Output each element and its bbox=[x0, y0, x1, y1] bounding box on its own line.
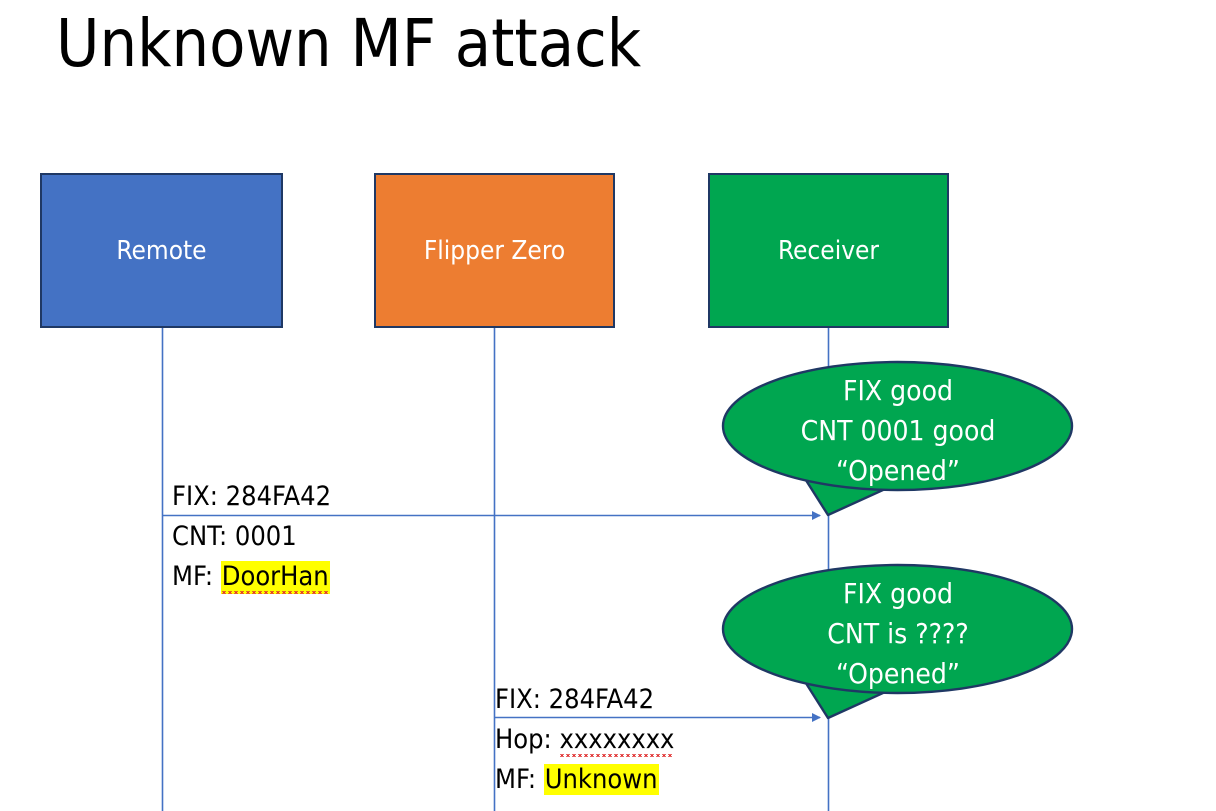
actor-label-receiver: Receiver bbox=[777, 235, 880, 266]
message-line-prefix: MF: bbox=[495, 764, 544, 795]
actor-box-flipper[interactable]: Flipper Zero bbox=[374, 173, 615, 328]
message-line-prefix: MF: bbox=[172, 561, 221, 592]
callout-line: “Opened” bbox=[836, 657, 960, 690]
callout-text: FIX good CNT 0001 good “Opened” bbox=[718, 358, 1078, 491]
message-line-value-misspelled: xxxxxxxx bbox=[559, 724, 675, 755]
page-title: Unknown MF attack bbox=[56, 5, 642, 82]
callout-line: FIX good bbox=[843, 374, 953, 407]
message-line-prefix: Hop: bbox=[495, 724, 560, 755]
message-line: MF: DoorHan bbox=[172, 557, 331, 597]
message-line: FIX: 284FA42 bbox=[495, 680, 674, 720]
callout-text: FIX good CNT is ???? “Opened” bbox=[718, 561, 1078, 694]
callout-line: CNT is ???? bbox=[827, 617, 969, 650]
actor-label-flipper: Flipper Zero bbox=[423, 235, 566, 266]
message-line-prefix: CNT: bbox=[172, 521, 235, 552]
message-line: MF: Unknown bbox=[495, 760, 674, 800]
message-line-value-highlighted: DoorHan bbox=[221, 561, 329, 592]
message-label-remote-to-receiver: FIX: 284FA42 CNT: 0001 MF: DoorHan bbox=[172, 477, 331, 597]
message-line: CNT: 0001 bbox=[172, 517, 331, 557]
message-line-value: 284FA42 bbox=[225, 481, 332, 512]
message-line-prefix: FIX: bbox=[495, 684, 549, 715]
callout-line: “Opened” bbox=[836, 454, 960, 487]
message-line-value-highlighted: Unknown bbox=[543, 764, 659, 795]
callout-2-shape bbox=[721, 563, 1074, 720]
actor-box-receiver[interactable]: Receiver bbox=[708, 173, 949, 328]
message-line-prefix: FIX: bbox=[172, 481, 226, 512]
callout-bubble-second-response[interactable]: FIX good CNT is ???? “Opened” bbox=[718, 561, 1078, 726]
message-label-flipper-to-receiver: FIX: 284FA42 Hop: xxxxxxxx MF: Unknown bbox=[495, 680, 675, 800]
callout-1-shape bbox=[721, 360, 1074, 517]
actor-box-remote[interactable]: Remote bbox=[40, 173, 283, 328]
message-line-value: 284FA42 bbox=[548, 684, 655, 715]
message-line: FIX: 284FA42 bbox=[172, 477, 331, 517]
callout-line: CNT 0001 good bbox=[800, 414, 996, 447]
callout-bubble-first-response[interactable]: FIX good CNT 0001 good “Opened” bbox=[718, 358, 1078, 523]
message-line: Hop: xxxxxxxx bbox=[495, 720, 675, 760]
message-line-value: 0001 bbox=[234, 521, 297, 552]
actor-label-remote: Remote bbox=[116, 235, 207, 266]
callout-line: FIX good bbox=[843, 577, 953, 610]
